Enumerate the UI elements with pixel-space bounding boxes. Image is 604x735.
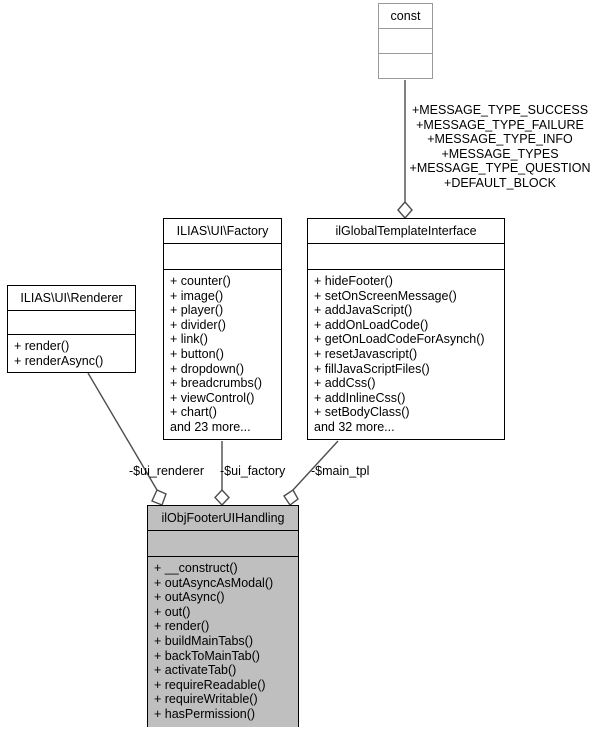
class-operations-ui-renderer: + render()+ renderAsync() — [8, 334, 135, 373]
class-operations-il-obj-footer-ui-handling: + __construct()+ outAsyncAsModal()+ outA… — [148, 556, 298, 727]
class-member: + activateTab() — [154, 663, 237, 678]
edge-label-main-tpl: -$main_tpl — [311, 464, 370, 478]
class-member: + chart() — [170, 405, 217, 420]
aggregation-diamond-const — [397, 200, 413, 220]
class-member: + link() — [170, 332, 208, 347]
const-member: +MESSAGE_TYPE_FAILURE — [416, 117, 584, 132]
class-name-il-obj-footer-ui-handling: ilObjFooterUIHandling — [148, 506, 298, 530]
aggregation-diamond-global-tpl — [283, 488, 299, 507]
class-box-ui-factory[interactable]: ILIAS\UI\Factory + counter()+ image()+ p… — [163, 218, 282, 440]
class-member: + out() — [154, 604, 191, 619]
const-member: +DEFAULT_BLOCK — [444, 175, 556, 190]
const-member: +MESSAGE_TYPE_INFO — [427, 132, 573, 147]
class-box-il-obj-footer-ui-handling[interactable]: ilObjFooterUIHandling + __construct()+ o… — [147, 505, 299, 727]
edge-label-ui-renderer: -$ui_renderer — [129, 464, 205, 478]
class-attributes-ui-factory — [164, 243, 281, 269]
class-member: + addOnLoadCode() — [314, 317, 429, 332]
const-member: +MESSAGE_TYPE_SUCCESS — [411, 103, 589, 117]
class-box-const[interactable]: const — [378, 3, 433, 79]
class-member: + render() — [14, 339, 70, 353]
const-member: +MESSAGE_TYPE_QUESTION — [409, 161, 591, 176]
class-member: + dropdown() — [170, 361, 244, 376]
class-member: + __construct() — [154, 561, 238, 575]
class-member: + addCss() — [314, 376, 376, 391]
edge-label-ui-factory: -$ui_factory — [220, 464, 286, 478]
const-member: +MESSAGE_TYPES — [441, 146, 559, 161]
class-attributes-const — [379, 28, 432, 53]
class-member: + divider() — [170, 317, 226, 332]
class-member: + outAsyncAsModal() — [154, 575, 274, 590]
class-member: + viewControl() — [170, 390, 255, 405]
class-attributes-global-template-interface — [308, 243, 504, 269]
class-member: + counter() — [170, 274, 231, 288]
class-member: + breadcrumbs() — [170, 376, 263, 391]
class-member: + image() — [170, 288, 224, 303]
class-member: + button() — [170, 346, 224, 361]
aggregation-diamond-renderer — [151, 489, 167, 506]
class-member: + renderAsync() — [14, 353, 104, 368]
class-member: + fillJavaScriptFiles() — [314, 361, 430, 376]
class-member: + hasPermission() — [154, 706, 256, 721]
class-member: + backToMainTab() — [154, 648, 260, 663]
class-member: + buildMainTabs() — [154, 633, 254, 648]
edge-label-const-members: +MESSAGE_TYPE_SUCCESS +MESSAGE_TYPE_FAIL… — [396, 103, 604, 191]
class-member: + addInlineCss() — [314, 390, 406, 405]
class-member: + requireReadable() — [154, 677, 266, 692]
class-member: + hideFooter() — [314, 274, 393, 288]
class-box-ui-renderer[interactable]: ILIAS\UI\Renderer + render()+ renderAsyn… — [7, 285, 136, 373]
class-member: + resetJavascript() — [314, 346, 418, 361]
class-member: + requireWritable() — [154, 692, 258, 707]
class-attributes-il-obj-footer-ui-handling — [148, 530, 298, 556]
class-member: + player() — [170, 303, 224, 318]
class-operations-ui-factory: + counter()+ image()+ player()+ divider(… — [164, 269, 281, 440]
class-member: and 32 more... — [314, 419, 395, 434]
class-member: + addJavaScript() — [314, 303, 413, 318]
class-attributes-ui-renderer — [8, 310, 135, 334]
class-operations-const — [379, 53, 432, 78]
class-member: + outAsync() — [154, 590, 225, 605]
class-member: + setOnScreenMessage() — [314, 288, 457, 303]
class-box-global-template-interface[interactable]: ilGlobalTemplateInterface + hideFooter()… — [307, 218, 505, 440]
class-operations-global-template-interface: + hideFooter()+ setOnScreenMessage()+ ad… — [308, 269, 504, 440]
class-member: + setBodyClass() — [314, 405, 410, 420]
class-member: + getOnLoadCodeForAsynch() — [314, 332, 485, 347]
class-name-ui-factory: ILIAS\UI\Factory — [176, 224, 269, 238]
aggregation-diamond-factory — [214, 488, 230, 507]
class-member: and 23 more... — [170, 419, 251, 434]
class-member: + render() — [154, 619, 210, 634]
class-name-const: const — [390, 9, 421, 23]
class-name-global-template-interface: ilGlobalTemplateInterface — [335, 224, 477, 238]
class-name-ui-renderer: ILIAS\UI\Renderer — [20, 291, 123, 305]
